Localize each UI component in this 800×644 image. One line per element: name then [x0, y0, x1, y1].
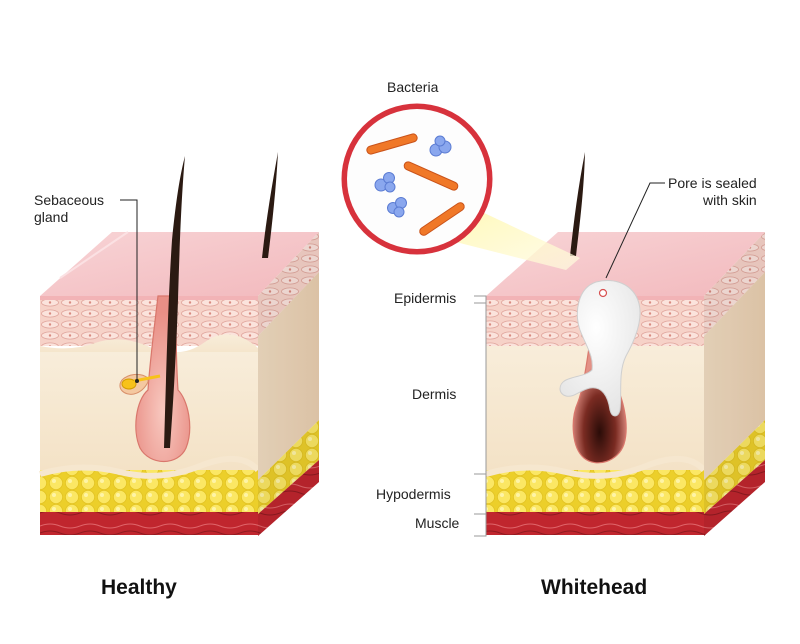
pore-label-line2: with skin	[703, 192, 757, 208]
dermis-label: Dermis	[412, 386, 457, 402]
cocci-bacteria	[374, 135, 452, 218]
epidermis-label: Epidermis	[394, 290, 457, 306]
skin-surface-top	[40, 232, 319, 296]
hair-strand-2	[262, 152, 278, 258]
caption-whitehead: Whitehead	[541, 576, 648, 599]
sebaceous-label-line1: Sebaceous	[34, 192, 105, 208]
bacteria-label: Bacteria	[387, 79, 439, 95]
magnifier-beam	[448, 212, 580, 270]
muscle-label: Muscle	[415, 515, 460, 531]
whitehead-plug	[559, 280, 641, 417]
healthy-skin-block	[39, 152, 319, 536]
rod-bacteria	[366, 133, 465, 236]
layer-bracket	[474, 295, 487, 537]
caption-healthy: Healthy	[101, 576, 177, 599]
sealed-pore	[598, 288, 608, 298]
sebaceous-gland-label: Sebaceous gland	[34, 192, 104, 226]
pore-label-line1: Pore is sealed	[668, 175, 757, 191]
bacteria-magnifier	[341, 103, 493, 255]
sebaceous-label-line2: gland	[34, 209, 69, 225]
whitehead-skin-block	[474, 152, 765, 537]
hair-strand	[570, 152, 585, 256]
pore-sealed-label: Pore is sealed with skin	[668, 175, 757, 209]
sebaceous-gland	[121, 378, 137, 390]
hypodermis-label: Hypodermis	[376, 486, 451, 502]
hair-strand	[164, 156, 185, 448]
muscle-layer	[40, 512, 258, 535]
